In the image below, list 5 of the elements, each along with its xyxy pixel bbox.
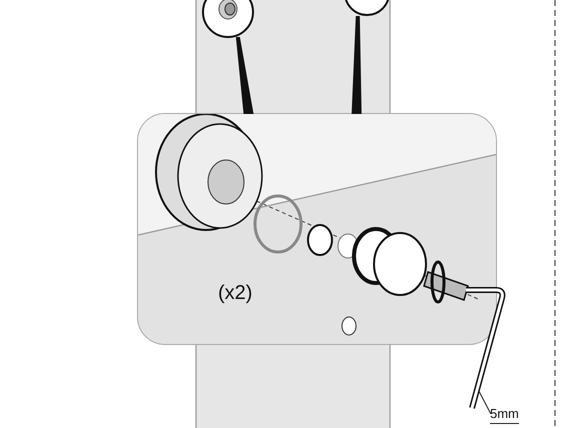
quantity-label: (x2) [218, 282, 252, 305]
size-label: 5mm [490, 405, 519, 424]
leader-line [478, 389, 492, 414]
callout-pointer [236, 36, 254, 114]
callout-pointer [352, 16, 362, 114]
